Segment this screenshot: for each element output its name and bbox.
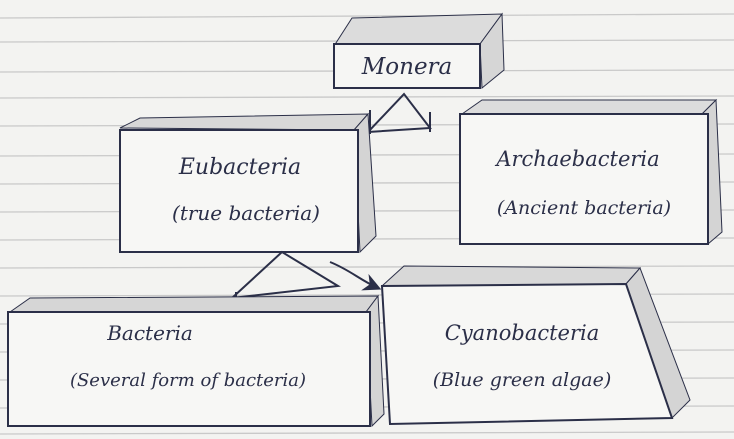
box-side (479, 12, 505, 90)
node-sublabel: (Blue green algae) (433, 369, 612, 391)
branch-triangle (367, 92, 432, 133)
node-sublabel: (Ancient bacteria) (497, 197, 671, 219)
box-face (459, 113, 709, 245)
node-bacteria: Bacteria (Several form of bacteria) (7, 294, 385, 428)
rule-line (0, 13, 734, 19)
box-face (119, 129, 359, 253)
box-face (7, 311, 371, 427)
branch-triangle (231, 250, 342, 299)
node-eubacteria: Eubacteria (true bacteria) (119, 112, 377, 254)
rule-line (0, 431, 734, 435)
connector-monera (367, 92, 432, 134)
node-sublabel: (true bacteria) (172, 201, 320, 225)
node-label: Bacteria (106, 321, 193, 345)
rule-line (0, 95, 734, 99)
box-shade (119, 113, 370, 131)
box-shade (333, 13, 504, 47)
box-shade (8, 295, 380, 313)
box-face (380, 282, 674, 426)
box-face (333, 43, 481, 89)
node-label: Monera (361, 54, 453, 80)
node-label: Archaebacteria (494, 147, 659, 171)
node-monera: Monera (333, 12, 505, 90)
box-shade (380, 265, 642, 287)
node-sublabel: (Several form of bacteria) (70, 370, 306, 391)
branch-arrow (329, 261, 382, 291)
rule-line (0, 265, 734, 269)
node-label: Cyanobacteria (445, 321, 600, 345)
node-cyanobacteria: Cyanobacteria (Blue green algae) (380, 265, 691, 426)
node-archaebacteria: Archaebacteria (Ancient bacteria) (459, 98, 723, 246)
node-label: Eubacteria (178, 155, 301, 180)
